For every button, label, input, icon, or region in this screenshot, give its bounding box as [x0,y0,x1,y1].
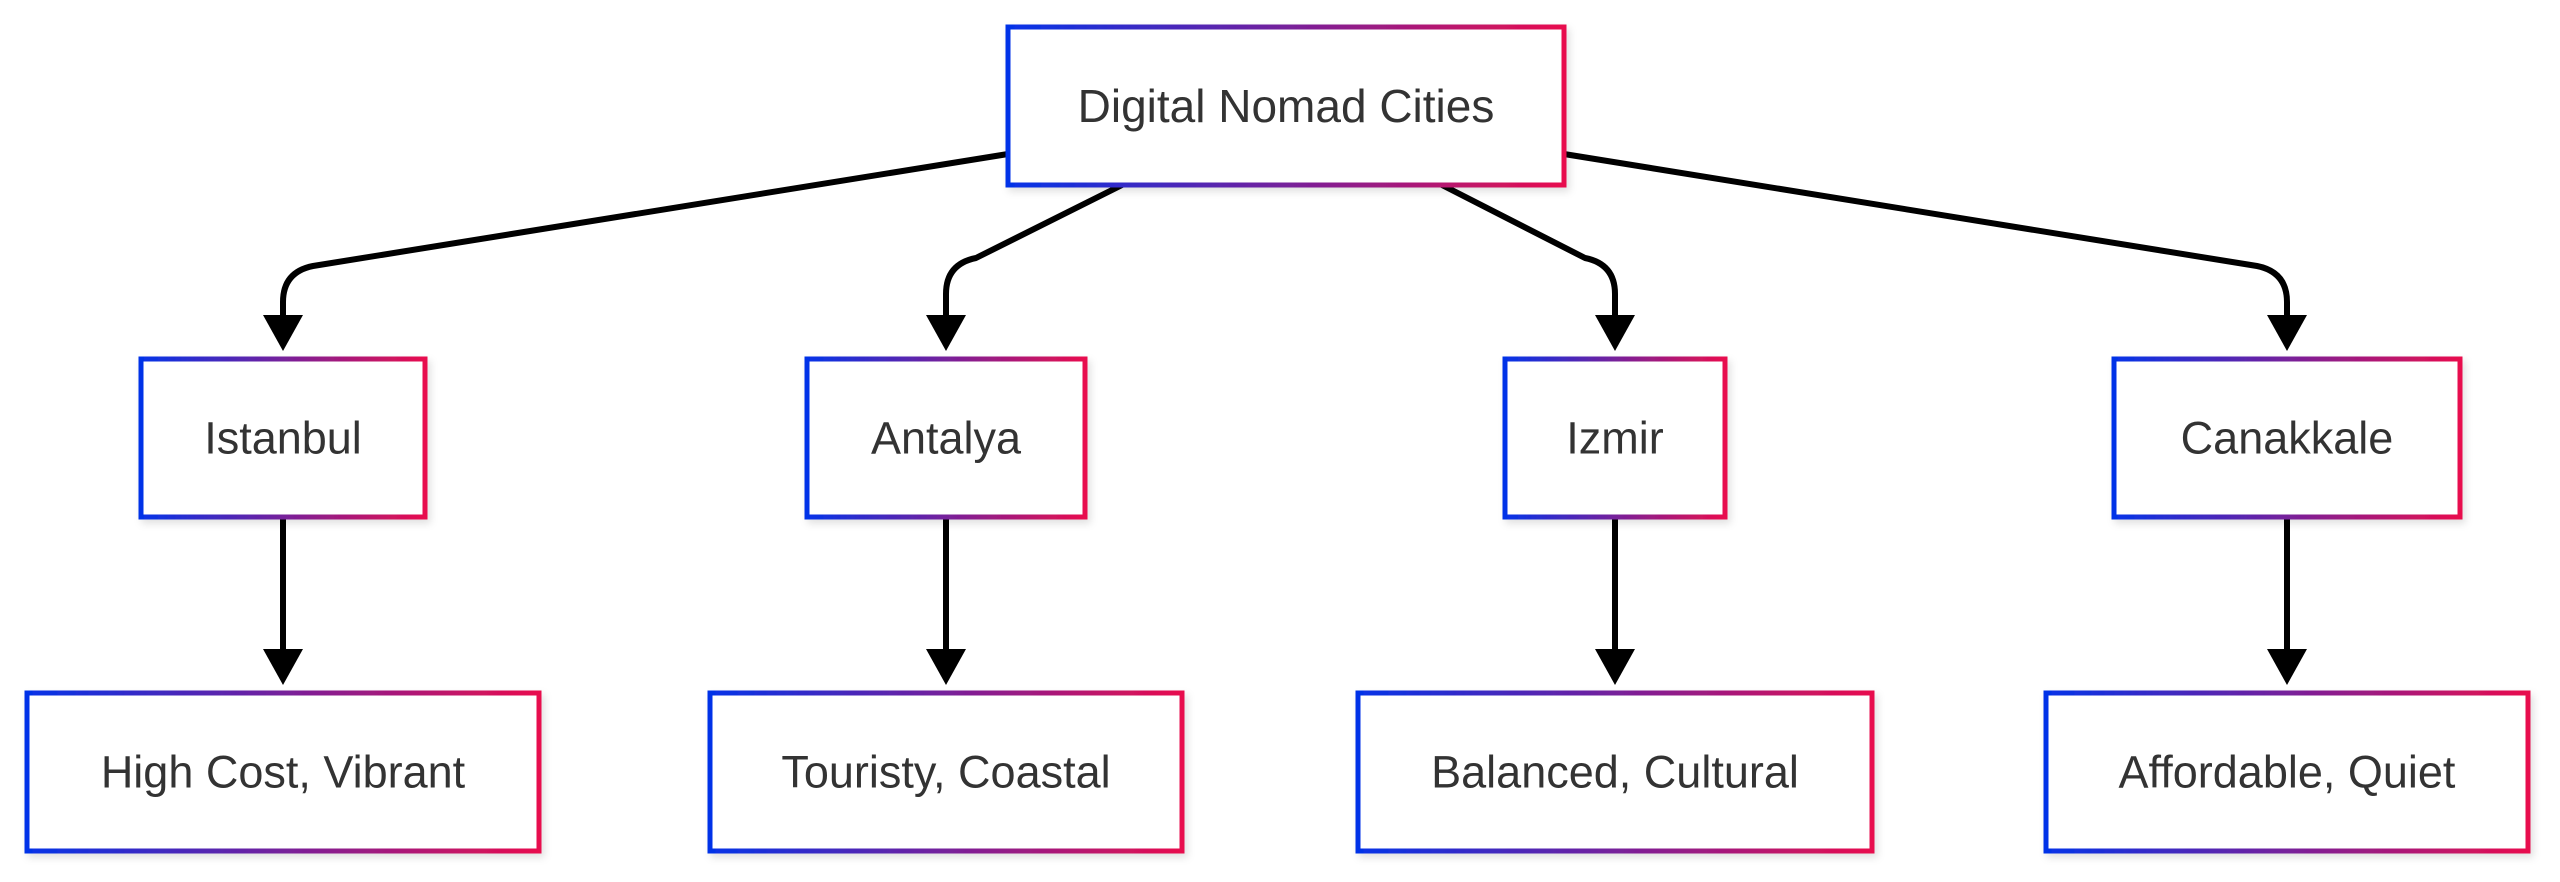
edge-root-to-antalya [943,182,1125,320]
edge-canakkale-to-trait-arrowhead [2267,649,2307,685]
city-node-canakkale-box [2111,356,2463,520]
edge-istanbul-to-trait-arrowhead [263,649,303,685]
edge-root-to-izmir-arrowhead [1595,315,1635,351]
edge-root-to-canakkale [1561,151,2290,320]
root-node: Digital Nomad Cities [1005,24,1567,188]
root-node-box [1005,24,1567,188]
city-node-izmir-box [1502,356,1728,520]
trait-node-istanbul-box [24,690,542,854]
city-node-istanbul-label: Istanbul [204,413,362,464]
city-node-izmir-label: Izmir [1566,413,1663,464]
city-node-antalya-label: Antalya [871,413,1022,464]
trait-node-istanbul-label: High Cost, Vibrant [101,747,466,798]
trait-node-izmir-box [1355,690,1875,854]
edges-layer [263,151,2307,685]
edge-izmir-to-trait-arrowhead [1595,649,1635,685]
city-node-istanbul-box [138,356,428,520]
trait-node-antalya-box [707,690,1185,854]
trait-node-antalya: Touristy, Coastal [707,690,1185,854]
city-node-istanbul: Istanbul [138,356,428,520]
edge-root-to-istanbul-arrowhead [263,315,303,351]
edge-root-to-istanbul [280,151,1011,320]
trait-node-canakkale-box [2043,690,2531,854]
root-node-label: Digital Nomad Cities [1078,80,1495,132]
edge-root-to-antalya-arrowhead [926,315,966,351]
trait-node-canakkale-label: Affordable, Quiet [2119,747,2456,798]
city-node-canakkale: Canakkale [2111,356,2463,520]
city-node-izmir: Izmir [1502,356,1728,520]
trait-node-canakkale: Affordable, Quiet [2043,690,2531,854]
trait-node-izmir-label: Balanced, Cultural [1431,747,1799,798]
trait-node-istanbul: High Cost, Vibrant [24,690,542,854]
edge-root-to-izmir [1439,182,1618,320]
city-node-antalya-box [804,356,1088,520]
trait-node-antalya-label: Touristy, Coastal [781,747,1110,798]
edge-antalya-to-trait-arrowhead [926,649,966,685]
trait-node-izmir: Balanced, Cultural [1355,690,1875,854]
city-node-canakkale-label: Canakkale [2181,413,2394,464]
edge-root-to-canakkale-arrowhead [2267,315,2307,351]
city-node-antalya: Antalya [804,356,1088,520]
